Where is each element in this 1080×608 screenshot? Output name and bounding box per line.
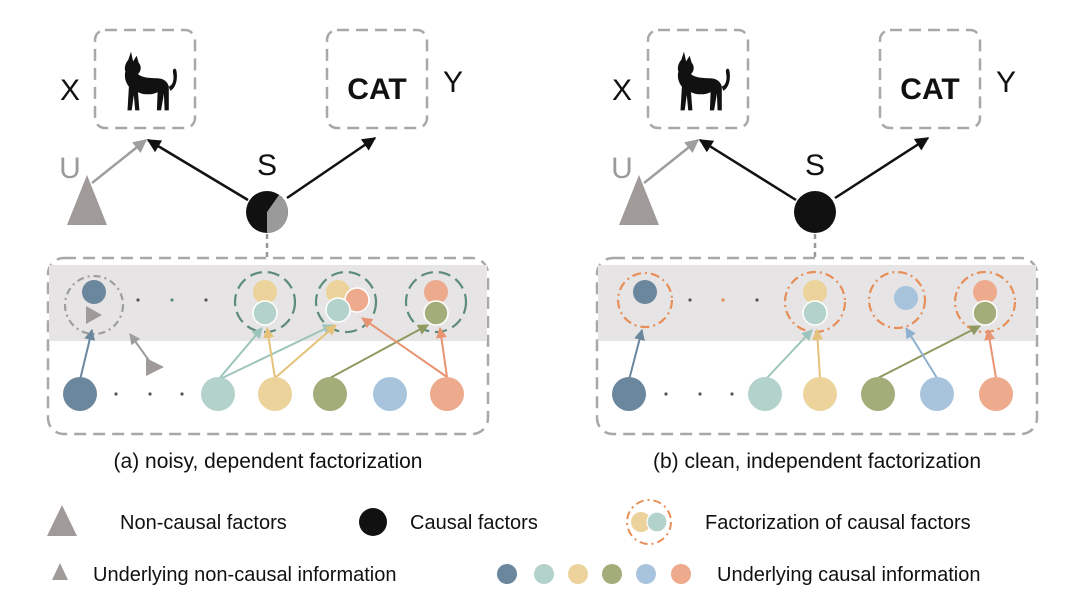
u-label: U	[611, 152, 633, 185]
x-label: X	[60, 74, 80, 107]
arrow-u-to-x	[643, 139, 700, 184]
factor-arrows	[628, 325, 997, 381]
image-box	[646, 28, 750, 130]
underlying-info-row	[612, 377, 1013, 411]
arrow-s-to-y	[286, 136, 377, 200]
panel-caption: (b) clean, independent factorization	[653, 450, 981, 473]
label-box	[325, 28, 429, 130]
image-box	[93, 28, 197, 130]
factor-groups	[616, 270, 1017, 334]
output-label: CAT	[900, 73, 959, 106]
legend-non-causal-factors: Non-causal factors	[120, 512, 287, 534]
factor-container	[595, 256, 1039, 436]
panel-a: CAT X Y S U	[46, 28, 490, 473]
triangle-icon	[67, 175, 107, 225]
triangle-icon	[47, 505, 77, 536]
arrow-s-to-y	[834, 136, 930, 200]
legend-underlying-causal: Underlying causal information	[717, 564, 980, 586]
factor-container	[46, 256, 490, 436]
arrow-s-to-x	[146, 138, 249, 202]
legend-underlying-non-causal: Underlying non-causal information	[93, 564, 397, 586]
factorization-icon	[626, 499, 672, 545]
legend-factorization: Factorization of causal factors	[705, 512, 971, 534]
panel-b: CAT X Y S U	[595, 28, 1039, 473]
factor-groups	[63, 270, 468, 336]
triangle-icon	[52, 563, 68, 580]
noisy-wedge	[267, 212, 288, 233]
x-label: X	[612, 74, 632, 107]
cat-icon	[124, 51, 177, 111]
arrow-s-to-x	[698, 138, 797, 202]
factor-arrows	[79, 317, 448, 381]
y-label: Y	[996, 66, 1016, 99]
u-label: U	[59, 152, 81, 185]
triangle-icon	[619, 175, 659, 225]
arrow-u-to-x	[91, 139, 148, 184]
circle-icon	[794, 191, 836, 233]
s-label: S	[805, 149, 825, 182]
legend: Non-causal factors Causal factors Factor…	[47, 499, 980, 586]
underlying-info-row	[63, 377, 464, 411]
s-label: S	[257, 149, 277, 182]
output-label: CAT	[347, 73, 406, 106]
cat-icon	[677, 51, 730, 111]
legend-causal-factors: Causal factors	[410, 512, 538, 534]
circle-icon	[359, 508, 387, 536]
panel-caption: (a) noisy, dependent factorization	[114, 450, 423, 473]
label-box	[878, 28, 982, 130]
y-label: Y	[443, 66, 463, 99]
